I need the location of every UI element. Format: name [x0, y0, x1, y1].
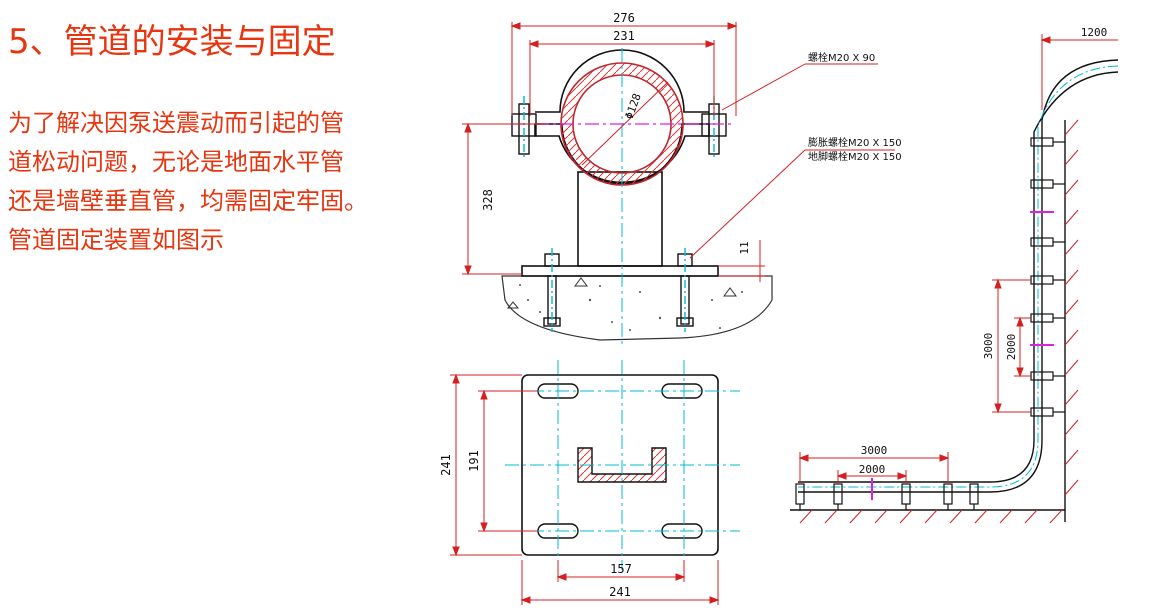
anchor-bolt-right — [676, 248, 694, 332]
wall-hatch — [1064, 119, 1079, 496]
body-line: 道松动问题，无论是地面水平管 — [8, 148, 344, 176]
dim-slot-span-horizontal: 157 — [610, 562, 632, 576]
dim-bolt-span: 231 — [613, 29, 635, 43]
body-line: 为了解决因泵送震动而引起的管 — [8, 109, 344, 137]
body-line: 管道固定装置如图示 — [8, 226, 224, 254]
dim-outer-height: 241 — [439, 454, 453, 476]
anchor-bolt-left — [543, 248, 561, 332]
support-elevation: Φ128 276 231 328 11 螺栓M20 X 90 膨 — [462, 11, 902, 345]
horizontal-clamps — [795, 483, 979, 510]
support-column — [577, 171, 663, 267]
dim-overall-width: 276 — [613, 11, 635, 25]
dim-pipe-diameter: Φ128 — [623, 92, 644, 121]
bolt-slots — [537, 383, 703, 539]
concrete-texture — [519, 284, 743, 331]
callout-expansion-bolt: 膨胀螺栓M20 X 150 — [808, 136, 902, 149]
floor-hatch — [799, 509, 1063, 524]
callout-clamp-bolt: 螺栓M20 X 90 — [808, 51, 875, 64]
dim-horizontal-support-spacing: 3000 — [861, 444, 888, 457]
dim-vertical-support-spacing: 3000 — [982, 333, 995, 360]
slide-title: 5、管道的安装与固定 — [8, 22, 336, 62]
dim-vertical-clamp-spacing: 2000 — [1005, 334, 1018, 361]
dim-plate-thickness: 11 — [738, 241, 751, 254]
clamp-bolt-left — [511, 96, 537, 160]
vertical-clamps — [1030, 137, 1065, 417]
body-line: 还是墙壁垂直管，均需固定牢固。 — [8, 187, 368, 215]
dim-outer-width: 241 — [609, 585, 631, 599]
dim-slot-span-vertical: 191 — [467, 450, 481, 472]
slide-body: 为了解决因泵送震动而引起的管 道松动问题，无论是地面水平管 还是墙壁垂直管，均需… — [8, 104, 448, 260]
dim-height: 328 — [481, 189, 495, 211]
callout-anchor-bolt: 地脚螺栓M20 X 150 — [808, 150, 902, 163]
pipe-line — [798, 59, 1119, 493]
pipe-route: 1200 3000 2000 3000 2000 — [790, 26, 1119, 524]
concrete-foundation — [501, 275, 773, 341]
dim-top-offset: 1200 — [1081, 26, 1108, 39]
base-plate-plan: 241 191 157 241 — [439, 360, 740, 605]
column-section — [577, 447, 667, 483]
dim-horizontal-clamp-spacing: 2000 — [859, 463, 886, 476]
